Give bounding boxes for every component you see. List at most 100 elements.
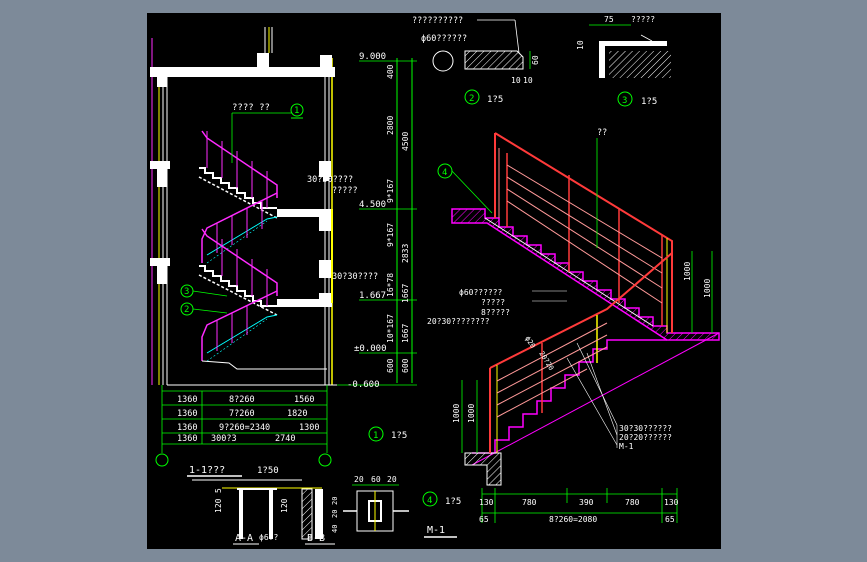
section-title-scale: 1?50 — [257, 466, 279, 476]
detail3-num: 3 — [622, 96, 627, 106]
plan-r2-c1: 1360 — [177, 409, 197, 419]
callout-a-num: 3 — [184, 287, 189, 297]
aa-dim-1: 120 — [214, 498, 223, 513]
rail-note-4: 20?30???????? — [427, 317, 490, 326]
plate-dim-4: 20 — [331, 510, 339, 518]
rail-note-1: ϕ60?????? — [459, 288, 503, 297]
rail-bdim-3: 390 — [579, 498, 594, 507]
rail-diag-2: 20?20 — [537, 350, 555, 372]
note-lower: 30?30???? — [332, 272, 378, 282]
detail2-dim-b: 10 — [523, 76, 533, 85]
rail-right-note-3: M-1 — [619, 442, 634, 451]
rail-diag-1: ϕ20 — [523, 335, 536, 350]
plan-r1-c1: 1360 — [177, 395, 197, 405]
elev-3: 1.667 — [359, 291, 386, 301]
vdim-5: 9*167 — [386, 223, 395, 247]
section-title: 1-1??? — [189, 465, 225, 476]
plan-r3-c3: 1300 — [299, 423, 319, 433]
plan-r4-c1: 1360 — [177, 434, 197, 444]
rail-height-2: 1000 — [467, 404, 476, 423]
section-1-1 — [150, 27, 337, 386]
plan-r4-c3: 2740 — [275, 434, 295, 444]
plan-r1-c2: 8?260 — [229, 395, 255, 405]
vdim-1: 400 — [386, 64, 395, 79]
plan-r2-c3: 1820 — [287, 409, 307, 419]
detail3-label: ????? — [631, 15, 655, 24]
plate-dim-3: 20 — [387, 475, 397, 484]
detail2-dim-60: 60 — [531, 55, 540, 65]
plate-scale: 1?5 — [445, 497, 461, 507]
rail-bdim-5: 130 — [664, 498, 679, 507]
elev-5: -0.600 — [347, 380, 380, 390]
detail-3: 75 ????? 10 3 1?5 — [576, 15, 671, 107]
plan-dimensions: 1360 8?260 1560 1360 7?260 1820 1360 9?2… — [155, 385, 407, 477]
vdim-12: 600 — [401, 358, 410, 373]
detail2-dim-a: 10 — [511, 76, 521, 85]
rail-btotal-1: 65 — [479, 515, 489, 524]
elev-2: 4.500 — [359, 200, 386, 210]
vdim-3: 4500 — [401, 132, 410, 151]
section-callouts: ???? ?? 1 3 2 30?30???? ????? 30?30???? — [180, 103, 378, 316]
plate-num: 4 — [427, 496, 432, 506]
detail1-num: 1 — [373, 431, 378, 441]
rail-top-label: ?? — [597, 128, 607, 138]
plan-r2-c2: 7?260 — [229, 409, 255, 419]
vdim-2: 2800 — [386, 116, 395, 135]
vdim-9: 10*167 — [386, 314, 395, 343]
rail-right-note-2: 20?20?????? — [619, 433, 672, 442]
m1-label: M-1 — [427, 525, 445, 536]
callout-top-text: ???? ?? — [232, 103, 270, 113]
rail-height-3: 1000 — [683, 262, 692, 281]
vdim-8: 1667 — [401, 284, 410, 303]
callout-b-num: 2 — [184, 305, 189, 315]
small-details: 120 5 A-A ϕ6?? 120 B-B 20 60 20 20 40 20… — [192, 475, 461, 545]
vdim-7: 16*78 — [386, 273, 395, 297]
rail-btotal-3: 65 — [665, 515, 675, 524]
detail3-scale: 1?5 — [641, 97, 657, 107]
plate-dim-6: 20 — [331, 497, 339, 505]
bb-label: B-B — [307, 533, 325, 544]
rail-right-note-1: 30?30?????? — [619, 424, 672, 433]
elev-4: ±0.000 — [354, 344, 387, 354]
rail-view: ?? 4 ϕ60?????? ????? 8????? 20?30???????… — [427, 128, 720, 524]
detail2-label: ?????????? — [412, 16, 463, 26]
rail-note-2: ????? — [481, 298, 505, 307]
rail-callout-num: 4 — [442, 168, 447, 178]
rail-bdim-4: 780 — [625, 498, 640, 507]
aa-dim-2: 5 — [214, 488, 223, 493]
vdim-6: 2833 — [401, 244, 410, 263]
rail-height-1: 1000 — [452, 404, 461, 423]
plate-dim-1: 20 — [354, 475, 364, 484]
note-upper-2: ????? — [332, 186, 358, 196]
vdim-10: 1667 — [401, 324, 410, 343]
detail3-dim-10: 10 — [576, 40, 585, 50]
rail-note-3: 8????? — [481, 308, 510, 317]
vdim-11: 600 — [386, 358, 395, 373]
callout-top-num: 1 — [294, 106, 299, 116]
plan-r4-c2: 300?3 — [211, 434, 237, 444]
note-upper-1: 30?30???? — [307, 175, 353, 185]
plan-r3-c1: 1360 — [177, 423, 197, 433]
detail1-scale: 1?5 — [391, 431, 407, 441]
elev-1: 9.000 — [359, 52, 386, 62]
detail2-pipe: ϕ60?????? — [421, 34, 467, 44]
detail2-scale: 1?5 — [487, 95, 503, 105]
plate-dim-5: 40 — [331, 525, 339, 533]
drawing-canvas: 9.000 4.500 1.667 ±0.000 -0.600 400 2800… — [147, 13, 721, 549]
detail2-num: 2 — [469, 94, 474, 104]
rail-bdim-2: 780 — [522, 498, 537, 507]
detail-2: ?????????? ϕ60?????? 60 10 10 2 1?5 — [412, 16, 540, 105]
vdim-4: 9*167 — [386, 179, 395, 203]
bb-dim-1: 120 — [280, 498, 289, 513]
cad-drawing: 9.000 4.500 1.667 ±0.000 -0.600 400 2800… — [150, 15, 720, 545]
rail-height-4: 1000 — [703, 279, 712, 298]
detail3-dim-75: 75 — [604, 15, 614, 24]
plan-r3-c2: 9?260=2340 — [219, 423, 270, 433]
plan-r1-c3: 1560 — [294, 395, 314, 405]
aa-label: A-A — [235, 533, 253, 544]
aa-pipe: ϕ6?? — [259, 533, 278, 542]
rail-btotal-2: 8?260=2080 — [549, 515, 597, 524]
section-dimensions: 9.000 4.500 1.667 ±0.000 -0.600 400 2800… — [337, 52, 417, 390]
rail-bdim-1: 130 — [479, 498, 494, 507]
plate-dim-2: 60 — [371, 475, 381, 484]
